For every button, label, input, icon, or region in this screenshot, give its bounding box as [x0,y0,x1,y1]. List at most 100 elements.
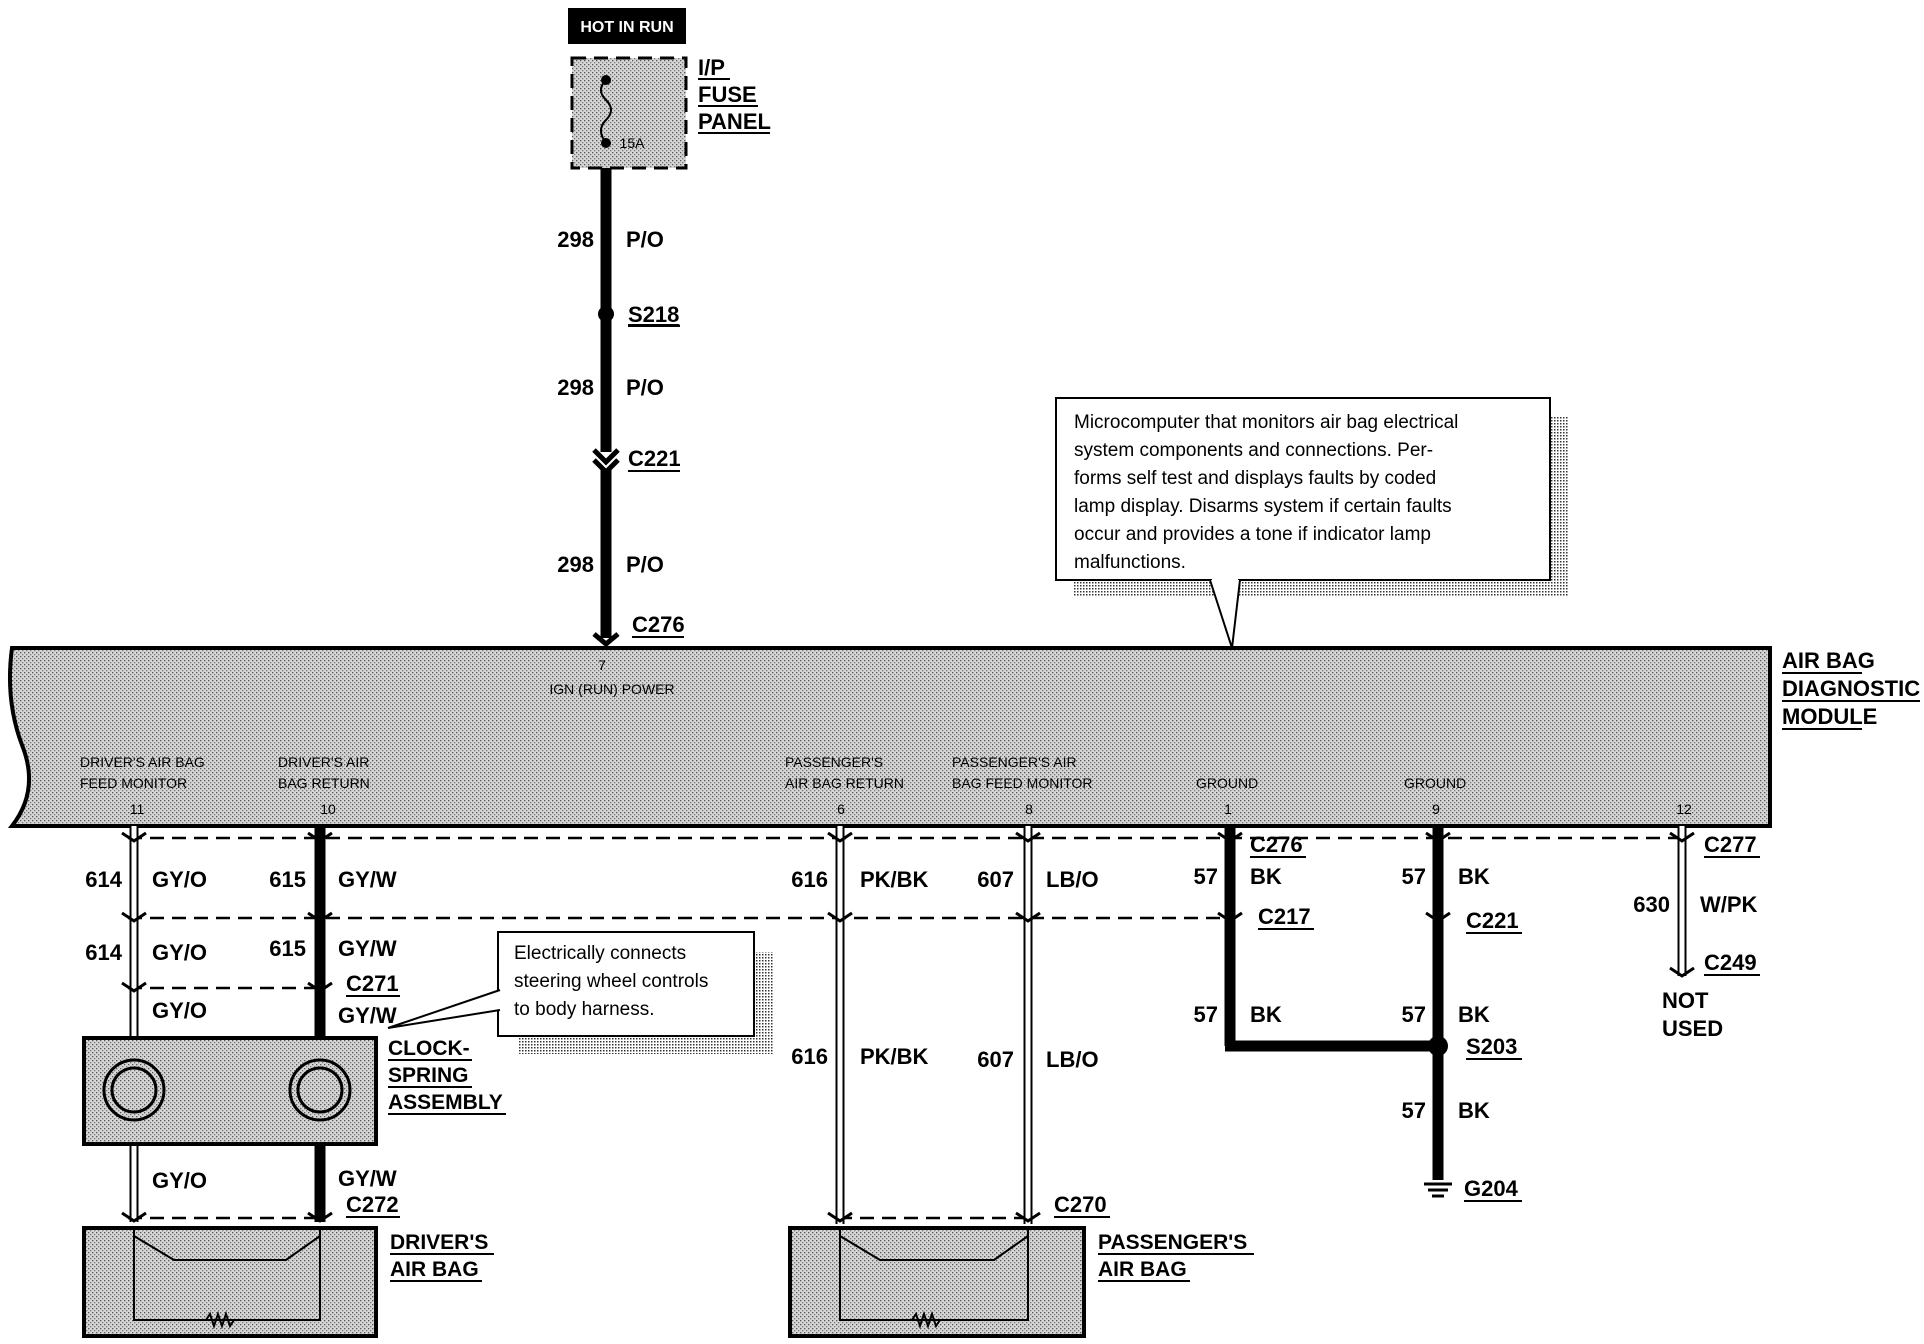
svg-text:AIR BAG: AIR BAG [1782,648,1875,673]
svg-text:C249: C249 [1704,950,1757,975]
svg-text:PANEL: PANEL [698,109,771,134]
svg-text:615: 615 [269,867,306,892]
svg-text:8: 8 [1025,801,1033,817]
connector-chevrons [121,632,1695,1223]
svg-text:DRIVER'S AIR BAG: DRIVER'S AIR BAG [80,754,205,770]
svg-text:DRIVER'S: DRIVER'S [390,1231,488,1254]
svg-text:PK/BK: PK/BK [860,867,929,892]
svg-text:57: 57 [1402,1002,1426,1027]
svg-text:616: 616 [791,1044,828,1069]
svg-text:occur and provides a tone if i: occur and provides a tone if indicator l… [1074,524,1431,545]
svg-text:IGN (RUN) POWER: IGN (RUN) POWER [549,681,674,697]
svg-text:DRIVER'S AIR: DRIVER'S AIR [278,754,369,770]
svg-text:C276: C276 [1250,832,1303,857]
wire-616-return: 616 PK/BK 616 PK/BK [791,826,929,1224]
svg-text:57: 57 [1402,864,1426,889]
svg-text:57: 57 [1194,1002,1218,1027]
svg-text:FUSE: FUSE [698,82,757,107]
svg-text:57: 57 [1402,1098,1426,1123]
svg-text:LB/O: LB/O [1046,1047,1099,1072]
svg-text:C221: C221 [1466,908,1519,933]
svg-text:lamp display. Disarms system: lamp display. Disarms system if certain … [1074,496,1452,517]
svg-text:BK: BK [1458,1002,1490,1027]
svg-text:GY/O: GY/O [152,998,207,1023]
svg-text:BAG FEED MONITOR: BAG FEED MONITOR [952,775,1093,791]
wire-615-return: 615 GY/W 615 GY/W C271 GY/W GY/W C272 [269,826,400,1222]
svg-text:BK: BK [1458,864,1490,889]
svg-text:C277: C277 [1704,832,1757,857]
svg-text:614: 614 [85,940,122,965]
svg-text:GY/W: GY/W [338,867,397,892]
ip-fuse-panel: 15A I/P FUSE PANEL [570,55,771,170]
svg-text:HOT IN RUN: HOT IN RUN [580,19,673,36]
svg-text:GY/O: GY/O [152,867,207,892]
svg-text:NOT: NOT [1662,988,1709,1013]
svg-text:PASSENGER'S: PASSENGER'S [1098,1231,1247,1254]
svg-text:I/P: I/P [698,55,725,80]
svg-text:G204: G204 [1464,1176,1519,1201]
svg-text:PASSENGER'S AIR: PASSENGER'S AIR [952,754,1077,770]
svg-text:malfunctions.: malfunctions. [1074,552,1186,573]
svg-text:PK/BK: PK/BK [860,1044,929,1069]
svg-text:298: 298 [557,552,594,577]
svg-text:607: 607 [977,867,1014,892]
svg-text:P/O: P/O [626,227,664,252]
svg-text:614: 614 [85,867,122,892]
ground-wire-57-pin9: 57 BK C221 57 BK S203 57 BK G204 [1402,826,1522,1202]
svg-text:615: 615 [269,936,306,961]
hot-in-run-badge: HOT IN RUN [568,8,686,44]
splice-s218-dot [598,306,614,322]
ground-icon [1424,1182,1452,1198]
clockspring-callout: Electrically connects steering wheel con… [387,931,774,1054]
ground-wire-57-pin1: C276 57 BK C217 57 BK [1194,826,1438,1052]
svg-text:AIR BAG RETURN: AIR BAG RETURN [785,775,904,791]
connector-dashes [128,836,1690,1220]
svg-text:SPRING: SPRING [388,1064,469,1087]
svg-text:15A: 15A [620,135,646,151]
svg-text:PASSENGER'S: PASSENGER'S [785,754,883,770]
svg-text:607: 607 [977,1047,1014,1072]
svg-text:BK: BK [1458,1098,1490,1123]
svg-text:system components and connecti: system components and connections. Per- [1074,440,1433,461]
wire-630-unused: C277 630 W/PK C249 NOT USED [1633,826,1760,1041]
svg-text:298: 298 [557,227,594,252]
module-callout: Microcomputer that monitors air bag elec… [1055,397,1568,649]
resistor-icon [911,1310,941,1330]
svg-text:P/O: P/O [626,552,664,577]
resistor-icon [205,1310,235,1330]
clockspring-assembly: CLOCK- SPRING ASSEMBLY [82,1036,506,1146]
svg-text:BAG RETURN: BAG RETURN [278,775,370,791]
svg-text:AIR BAG: AIR BAG [1098,1258,1187,1281]
svg-text:CLOCK-: CLOCK- [388,1037,470,1060]
svg-text:C276: C276 [632,612,685,637]
svg-text:C271: C271 [346,971,399,996]
svg-text:9: 9 [1432,801,1440,817]
svg-text:P/O: P/O [626,375,664,400]
svg-text:GY/O: GY/O [152,940,207,965]
wire-607-feed: 607 LB/O 607 LB/O C270 [977,826,1110,1224]
svg-text:C217: C217 [1258,904,1311,929]
svg-text:1: 1 [1224,801,1232,817]
svg-text:MODULE: MODULE [1782,704,1877,729]
svg-text:steering wheel controls: steering wheel controls [514,971,708,992]
svg-text:S203: S203 [1466,1034,1517,1059]
svg-text:Microcomputer that monitors ai: Microcomputer that monitors air bag elec… [1074,412,1458,433]
svg-text:11: 11 [130,801,145,817]
svg-text:ASSEMBLY: ASSEMBLY [388,1091,503,1114]
svg-text:W/PK: W/PK [1700,892,1758,917]
passengers-air-bag: PASSENGER'S AIR BAG [788,1226,1254,1338]
svg-text:616: 616 [791,867,828,892]
svg-text:C221: C221 [628,446,681,471]
svg-text:forms self test and displays f: forms self test and displays faults by c… [1074,468,1436,489]
svg-text:USED: USED [1662,1016,1723,1041]
svg-text:Electrically connects: Electrically connects [514,943,686,964]
svg-text:12: 12 [1676,801,1692,817]
svg-text:GY/O: GY/O [152,1168,207,1193]
drivers-air-bag: DRIVER'S AIR BAG [82,1226,494,1338]
power-feed-wire-298: 298 P/O S218 298 P/O C221 298 P/O C276 [557,168,685,638]
svg-text:C272: C272 [346,1192,399,1217]
svg-text:C270: C270 [1054,1192,1107,1217]
air-bag-diagnostic-module: AIR BAG DIAGNOSTIC MODULE 7 IGN (RUN) PO… [7,646,1920,828]
svg-text:BK: BK [1250,1002,1282,1027]
